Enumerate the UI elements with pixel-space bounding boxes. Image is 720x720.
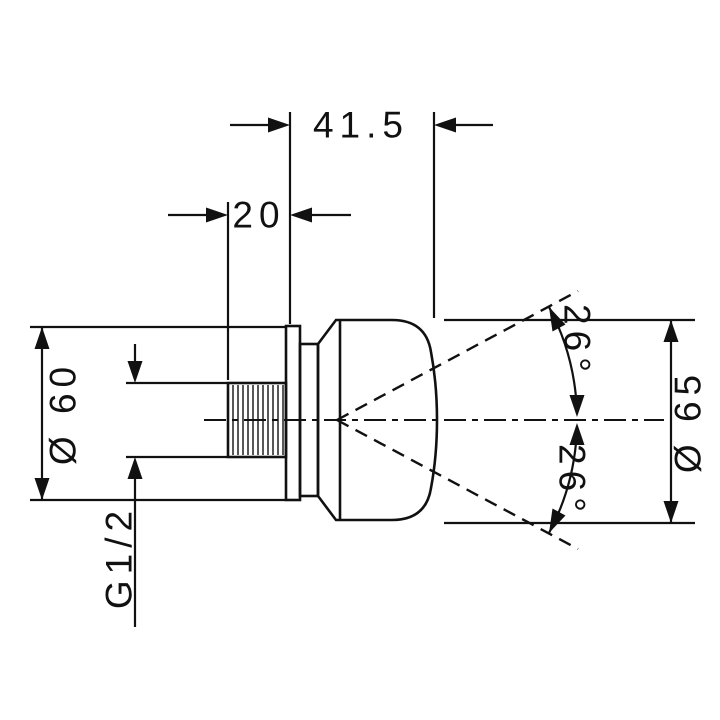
angle-dimension-upper: 26° (548, 304, 598, 417)
arrowhead-left-icon (290, 207, 312, 223)
plate-diameter-label: Ø 60 (43, 361, 84, 465)
head-diameter-label: Ø 65 (668, 369, 709, 473)
arrowhead-down-icon (127, 361, 143, 383)
wall-plate-outline (284, 324, 302, 502)
arrowhead-right-icon (268, 117, 290, 133)
arrowhead-centerline-icon (569, 423, 585, 445)
arrowhead-right-icon (206, 207, 228, 223)
arrowhead-centerline-icon (569, 395, 585, 417)
swivel-axis-lower (336, 418, 579, 551)
dimension-plate-diameter: Ø 60 (30, 325, 285, 502)
dimension-total-depth: 41.5 (230, 105, 493, 324)
thread-length-label: 20 (232, 195, 285, 236)
dimension-thread-length: 20 (168, 195, 351, 380)
arrowhead-axis-icon (549, 307, 566, 332)
arrowhead-down-icon (663, 501, 679, 523)
arrowhead-up-icon (127, 457, 143, 479)
arrowhead-left-icon (434, 117, 456, 133)
dimension-head-diameter: Ø 65 (444, 318, 709, 525)
dimension-thread-size: G1/2 (99, 344, 227, 627)
total-depth-label: 41.5 (313, 105, 409, 146)
thread-size-label: G1/2 (99, 505, 140, 609)
swivel-angle-lower-label: 26° (552, 444, 593, 518)
swivel-axis-upper (336, 289, 579, 422)
arrowhead-down-icon (34, 478, 50, 500)
swivel-angle-upper-label: 26° (557, 304, 598, 378)
arrowhead-axis-icon (549, 508, 566, 533)
arrowhead-up-icon (663, 320, 679, 342)
arrowhead-up-icon (34, 327, 50, 349)
angle-dimension-lower: 26° (548, 423, 593, 534)
